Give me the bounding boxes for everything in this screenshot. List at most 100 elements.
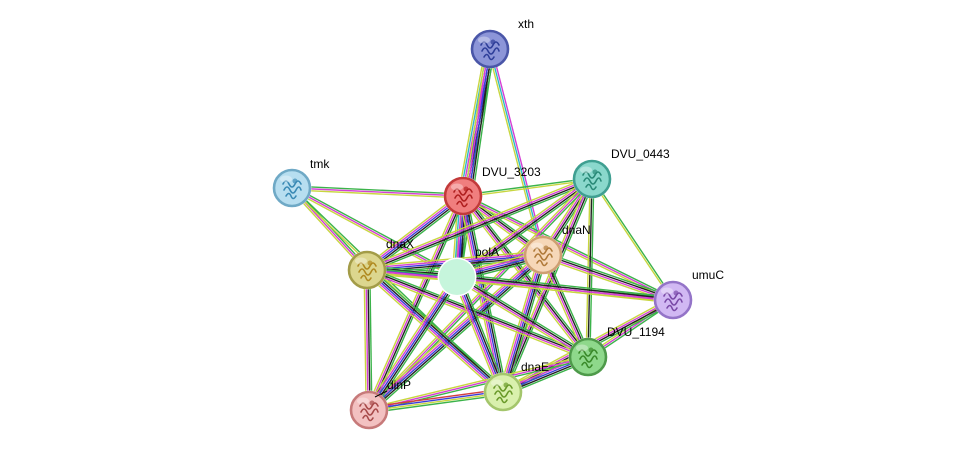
protein-structure-icon [480,39,500,61]
edge-evidence-line [458,273,590,356]
edge-evidence-line [457,275,674,300]
node-highlight [478,36,490,44]
edge-evidence-line [367,268,589,357]
node-highlight [491,379,503,387]
edge-evidence-line [589,179,595,358]
protein-helix [359,402,379,422]
edge-evidence-line [369,358,589,413]
label-leader-line [374,390,388,398]
edge-DVU_1194-dinP[interactable] [368,354,589,413]
node-layer [272,29,693,430]
protein-ligand [463,186,469,192]
edge-evidence-line [366,195,464,271]
edge-evidence-line [457,48,487,196]
node-highlight [580,166,592,174]
edge-DVU_0443-dnaX[interactable] [365,175,594,274]
node-label-DVU_3203: DVU_3203 [482,165,541,179]
edge-evidence-line [363,272,501,396]
protein-helix [663,292,683,312]
protein-structure-icon [578,347,598,369]
edge-evidence-line [365,274,455,409]
edge-evidence-line [368,198,466,274]
edge-evidence-line [366,251,541,408]
edge-evidence-line [454,277,502,393]
edge-evidence-line [367,269,371,410]
edge-evidence-line [368,276,458,411]
edge-evidence-line [460,49,495,278]
edge-evidence-line [504,255,546,393]
node-DVU_0443[interactable] [572,159,612,199]
edge-evidence-line [290,189,457,280]
node-dinP[interactable] [349,390,389,430]
edge-evidence-line [590,179,673,301]
node-circle [439,259,475,295]
edge-polA-umuC[interactable] [456,273,674,304]
node-label-dnaX: dnaX [386,237,414,251]
edge-evidence-line [363,270,367,411]
node-xth[interactable] [470,29,510,69]
node-circle [272,168,312,208]
edge-xth-polA[interactable] [452,48,495,278]
edge-evidence-line [369,269,373,410]
edge-DVU_0443-umuC[interactable] [590,178,675,301]
edge-evidence-line [366,177,592,270]
node-DVU_1194[interactable] [568,337,608,377]
edge-evidence-line [459,275,508,391]
protein-ligand [673,290,679,296]
node-circle [347,250,387,290]
node-polA[interactable] [437,257,477,297]
edge-evidence-line [367,266,590,355]
edge-DVU_3203-DVU_0443[interactable] [462,177,593,198]
node-dnaE[interactable] [483,372,523,412]
edge-evidence-line [500,254,542,392]
edge-DVU_3203-dnaX[interactable] [364,192,466,274]
edge-polA-dinP[interactable] [365,274,461,413]
edge-evidence-line [367,179,593,272]
node-highlight [280,175,292,183]
node-circle [653,280,693,320]
edge-tmk-dnaE[interactable] [290,186,505,394]
edge-evidence-line [292,185,464,195]
protein-structure-icon [663,290,683,312]
edge-tmk-DVU_3203[interactable] [291,185,464,199]
edge-polA-DVU_1194[interactable] [455,273,590,361]
edge-polA-dnaE[interactable] [452,275,508,394]
node-umuC[interactable] [653,280,693,320]
edge-evidence-line [366,270,588,359]
node-dnaX[interactable] [347,250,387,290]
edge-evidence-line [367,196,465,273]
edge-evidence-line [371,278,461,413]
edge-evidence-line [543,251,675,298]
edge-evidence-line [369,266,507,390]
edge-dnaX-dinP[interactable] [363,269,373,411]
edge-evidence-line [542,255,673,302]
edge-evidence-line [457,273,674,298]
node-highlight [355,257,367,265]
protein-helix [480,41,500,61]
node-label-xth: xth [518,17,534,31]
protein-ligand [543,245,549,251]
node-label-dnaN: dnaN [562,223,591,237]
edge-evidence-line [462,177,592,196]
node-DVU_3203[interactable] [443,176,483,216]
edge-evidence-line [456,277,588,359]
edge-evidence-line [370,277,460,412]
edge-evidence-line [364,192,462,268]
edge-dnaN-dnaE[interactable] [498,253,548,394]
node-highlight [531,242,543,250]
edge-evidence-line [367,268,505,392]
node-circle [349,390,389,430]
edge-dnaX-dnaE[interactable] [363,266,507,396]
node-label-umuC: umuC [692,268,724,282]
edge-dnaE-dinP[interactable] [368,388,504,414]
protein-helix [453,188,473,208]
edge-evidence-line [368,354,588,409]
edge-evidence-line [292,186,505,392]
protein-helix [282,180,302,200]
node-dnaN[interactable] [523,235,563,275]
node-tmk[interactable] [272,168,312,208]
protein-helix [533,247,553,267]
node-label-dinP: dinP [387,378,411,392]
edge-evidence-line [290,188,503,394]
